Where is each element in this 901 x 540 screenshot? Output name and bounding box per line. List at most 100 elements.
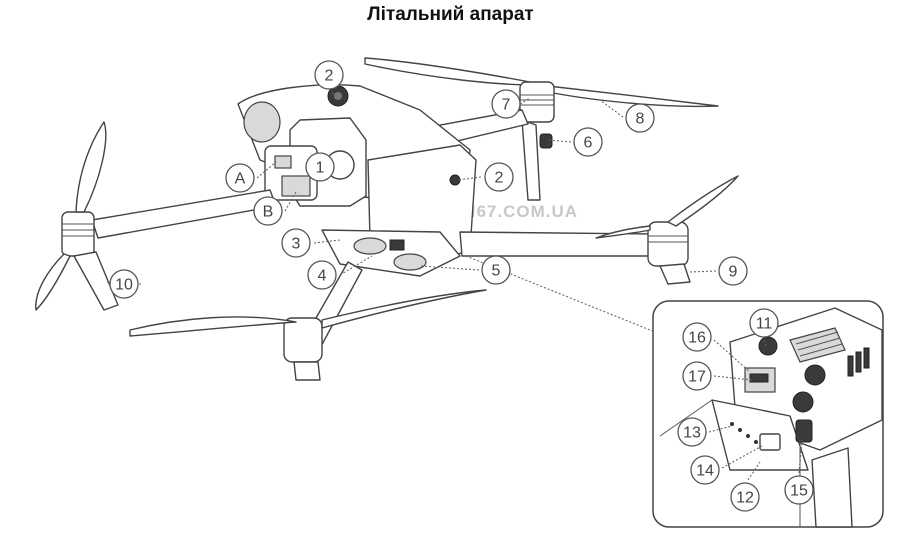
callout-number: 10 [115, 277, 133, 294]
drone-illustration [35, 57, 739, 381]
inset-top-sensor [758, 336, 778, 356]
callout-circle [730, 482, 760, 512]
bottom-aux-light [389, 239, 405, 251]
callout-circle [682, 322, 712, 352]
callout-circle [253, 196, 283, 226]
landing-leg-rear-right [659, 263, 691, 285]
inset-usb-c-port [795, 419, 813, 443]
callout-number: 15 [790, 483, 808, 500]
inset-vent [789, 327, 846, 363]
propeller-rear-right-blade-a [667, 175, 739, 227]
inset-sd-card [749, 373, 769, 383]
callout-number: 14 [696, 463, 714, 480]
rear-sensor-dot [449, 174, 461, 186]
callout-c1: 1 [305, 152, 335, 182]
callout-c12: 12 [730, 482, 760, 512]
propeller-rear-left-blade-b [547, 85, 719, 108]
motor-front-right [283, 317, 323, 363]
callout-number: 4 [318, 268, 327, 285]
callout-number: 2 [495, 170, 504, 187]
callout-number: 17 [688, 369, 706, 386]
callout-number: 1 [316, 160, 325, 177]
callout-c16: 16 [682, 322, 712, 352]
callout-circle [749, 308, 779, 338]
callout-c17: 17 [682, 361, 712, 391]
callout-number: 3 [292, 236, 301, 253]
callout-circle [573, 127, 603, 157]
callout-circle [225, 163, 255, 193]
callout-circle [491, 89, 521, 119]
callout-number: 6 [584, 135, 593, 152]
inset-landing-leg [811, 447, 853, 528]
landing-leg-rear-left [521, 119, 541, 201]
propeller-front-right-blade-b [321, 289, 487, 329]
vision-sensor-left [243, 101, 281, 143]
callout-c13: 13 [677, 417, 707, 447]
callout-circle [281, 228, 311, 258]
callout-c7: 7 [491, 89, 521, 119]
motor-rear-right [647, 221, 689, 267]
callout-c4: 4 [307, 260, 337, 290]
callout-number: 8 [636, 111, 645, 128]
landing-leg-front-left [73, 251, 119, 311]
callout-c10: 10 [109, 269, 139, 299]
callout-c6: 6 [573, 127, 603, 157]
callout-c8: 8 [625, 103, 655, 133]
propeller-rear-right-blade-b [595, 225, 651, 239]
inset-battery-leds [730, 422, 758, 444]
callout-number: 9 [729, 264, 738, 281]
callout-number: 16 [688, 330, 706, 347]
bottom-vision-sensor-b [393, 253, 427, 271]
motor-front-left [61, 211, 95, 257]
callout-circle [784, 475, 814, 505]
drone-bottom [321, 229, 461, 277]
callout-circle [307, 260, 337, 290]
callout-circle [481, 255, 511, 285]
landing-leg-front-right [293, 361, 321, 381]
camera-lens-a [274, 155, 292, 169]
callout-number: 12 [736, 490, 754, 507]
callout-c2a: 2 [314, 60, 344, 90]
callout-c9: 9 [718, 256, 748, 286]
callout-circle [718, 256, 748, 286]
inset-rear-sensor-a [804, 364, 826, 386]
callout-circle [305, 152, 335, 182]
callout-number: 13 [683, 425, 701, 442]
callout-number: 2 [325, 68, 334, 85]
callout-number: 7 [502, 97, 511, 114]
arm-front-left [91, 189, 277, 239]
callout-number: 11 [756, 316, 773, 333]
callout-number: B [263, 204, 274, 221]
inset-side-grille [847, 347, 870, 377]
callout-c5: 5 [481, 255, 511, 285]
propeller-front-left-blade-a [75, 121, 107, 213]
callout-number: A [235, 171, 246, 188]
callout-circle [682, 361, 712, 391]
callout-c2b: 2 [484, 162, 514, 192]
callout-circle [625, 103, 655, 133]
inset-power-button [759, 433, 781, 451]
callout-number: 5 [492, 263, 501, 280]
antenna-led-rear [539, 133, 553, 149]
callout-cA: A [225, 163, 255, 193]
diagram-title: Літальний апарат [367, 4, 534, 25]
callout-circle [690, 455, 720, 485]
propeller-rear-left-blade-a [364, 57, 546, 86]
callout-circle [109, 269, 139, 299]
bottom-vision-sensor-a [353, 237, 387, 255]
callout-circle [314, 60, 344, 90]
propeller-front-right-blade-a [129, 316, 297, 337]
callout-c3: 3 [281, 228, 311, 258]
callout-c14: 14 [690, 455, 720, 485]
inset-rear-sensor-b [792, 391, 814, 413]
callout-circle [677, 417, 707, 447]
callout-c15: 15 [784, 475, 814, 505]
camera-lens-b [281, 175, 311, 197]
callout-circle [484, 162, 514, 192]
callout-c11: 11 [749, 308, 779, 338]
propeller-front-left-blade-b [35, 253, 71, 311]
callout-cB: B [253, 196, 283, 226]
arm-rear-right [459, 231, 657, 257]
